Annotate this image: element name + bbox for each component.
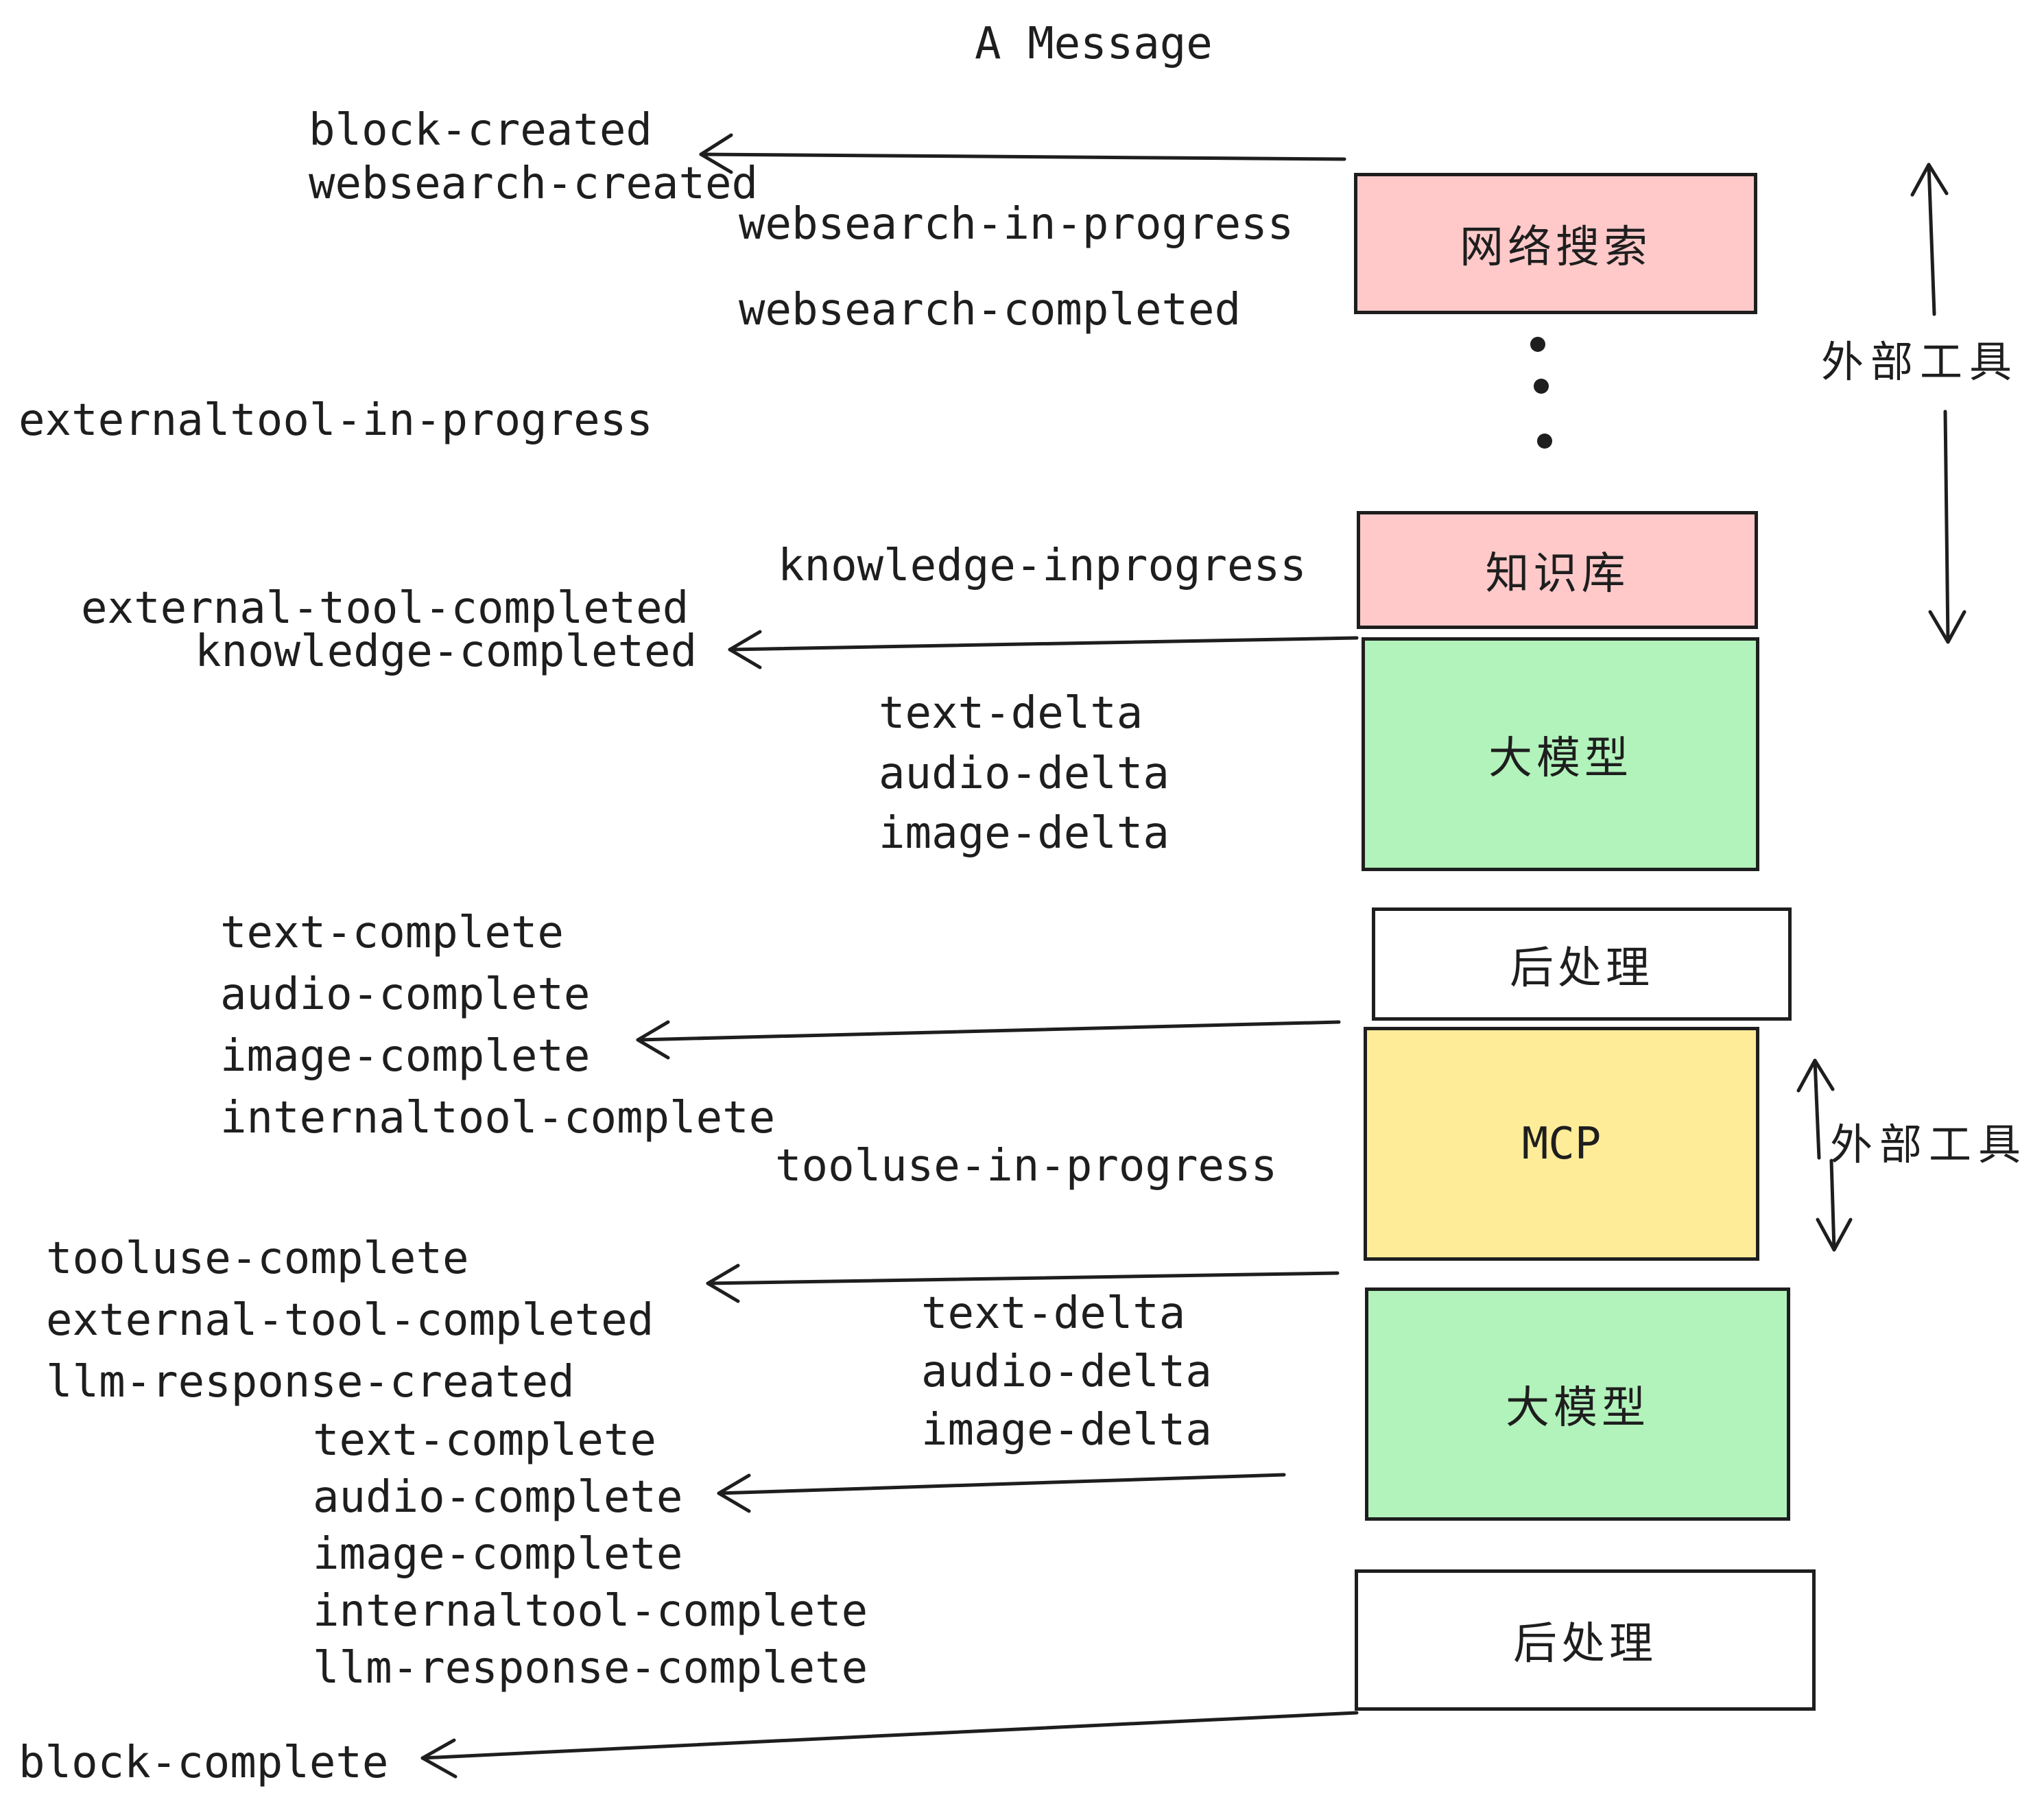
event-external-tool-completed: external-tool-completed [81, 583, 689, 634]
event-internaltool-complete-2: internaltool-complete [313, 1586, 868, 1637]
event-externaltool-in-progress: externaltool-in-progress [19, 395, 653, 446]
event-websearch-completed: websearch-completed [739, 285, 1241, 335]
event-tooluse-complete: tooluse-complete [46, 1233, 469, 1284]
event-image-delta-2: image-delta [921, 1405, 1212, 1456]
arrow-knowledge-to-completed-icon [728, 630, 1359, 669]
event-image-delta: image-delta [879, 808, 1169, 859]
event-knowledge-inprogress: knowledge-inprogress [778, 541, 1307, 591]
node-llm-1: 大模型 [1362, 637, 1759, 871]
event-llm-response-created: llm-response-created [46, 1357, 575, 1408]
arrow-websearch-to-created-icon [699, 133, 1346, 174]
event-text-delta: text-delta [879, 688, 1143, 739]
node-postprocess-2: 后处理 [1355, 1569, 1816, 1711]
event-text-complete: text-complete [220, 907, 564, 958]
event-external-tool-completed-2: external-tool-completed [46, 1295, 654, 1346]
event-audio-delta-2: audio-delta [921, 1346, 1212, 1397]
node-llm-2: 大模型 [1365, 1287, 1790, 1521]
event-image-complete-2: image-complete [313, 1529, 683, 1580]
arrow-external-tools-up-icon [1910, 163, 1949, 316]
event-llm-response-complete: llm-response-complete [313, 1643, 868, 1694]
event-audio-delta: audio-delta [879, 748, 1169, 799]
external-tools-label-top: 外部工具 [1821, 337, 2019, 387]
event-block-created: block-created [309, 105, 652, 156]
arrow-post2-to-block-complete-icon [420, 1711, 1359, 1779]
event-block-complete: block-complete [19, 1737, 389, 1788]
arrow-mcp-external-tools-up-icon [1796, 1058, 1835, 1160]
node-knowledge: 知识库 [1357, 511, 1758, 629]
event-audio-complete: audio-complete [220, 969, 591, 1020]
event-knowledge-completed: knowledge-completed [195, 626, 698, 677]
event-websearch-in-progress: websearch-in-progress [739, 199, 1294, 250]
arrow-external-tools-down-icon [1928, 410, 1966, 644]
node-mcp: MCP [1364, 1027, 1759, 1261]
event-text-complete-2: text-complete [313, 1415, 656, 1466]
external-tools-label-mcp: 外部工具 [1830, 1119, 2028, 1170]
node-postprocess-1: 后处理 [1372, 907, 1792, 1021]
arrow-mcp-external-tools-down-icon [1816, 1159, 1853, 1252]
ellipsis-dots-icon [1530, 337, 1552, 449]
event-internaltool-complete: internaltool-complete [220, 1093, 776, 1143]
event-audio-complete-2: audio-complete [313, 1472, 683, 1523]
arrow-llm2-to-complete-icon [717, 1473, 1286, 1513]
event-websearch-created: websearch-created [309, 158, 759, 209]
event-tooluse-in-progress: tooluse-in-progress [775, 1141, 1278, 1191]
diagram-title: A Message [975, 19, 1213, 69]
arrow-post1-to-complete-icon [636, 1020, 1341, 1060]
event-image-complete: image-complete [220, 1031, 591, 1082]
node-websearch: 网络搜索 [1354, 173, 1757, 314]
event-text-delta-2: text-delta [921, 1288, 1186, 1339]
